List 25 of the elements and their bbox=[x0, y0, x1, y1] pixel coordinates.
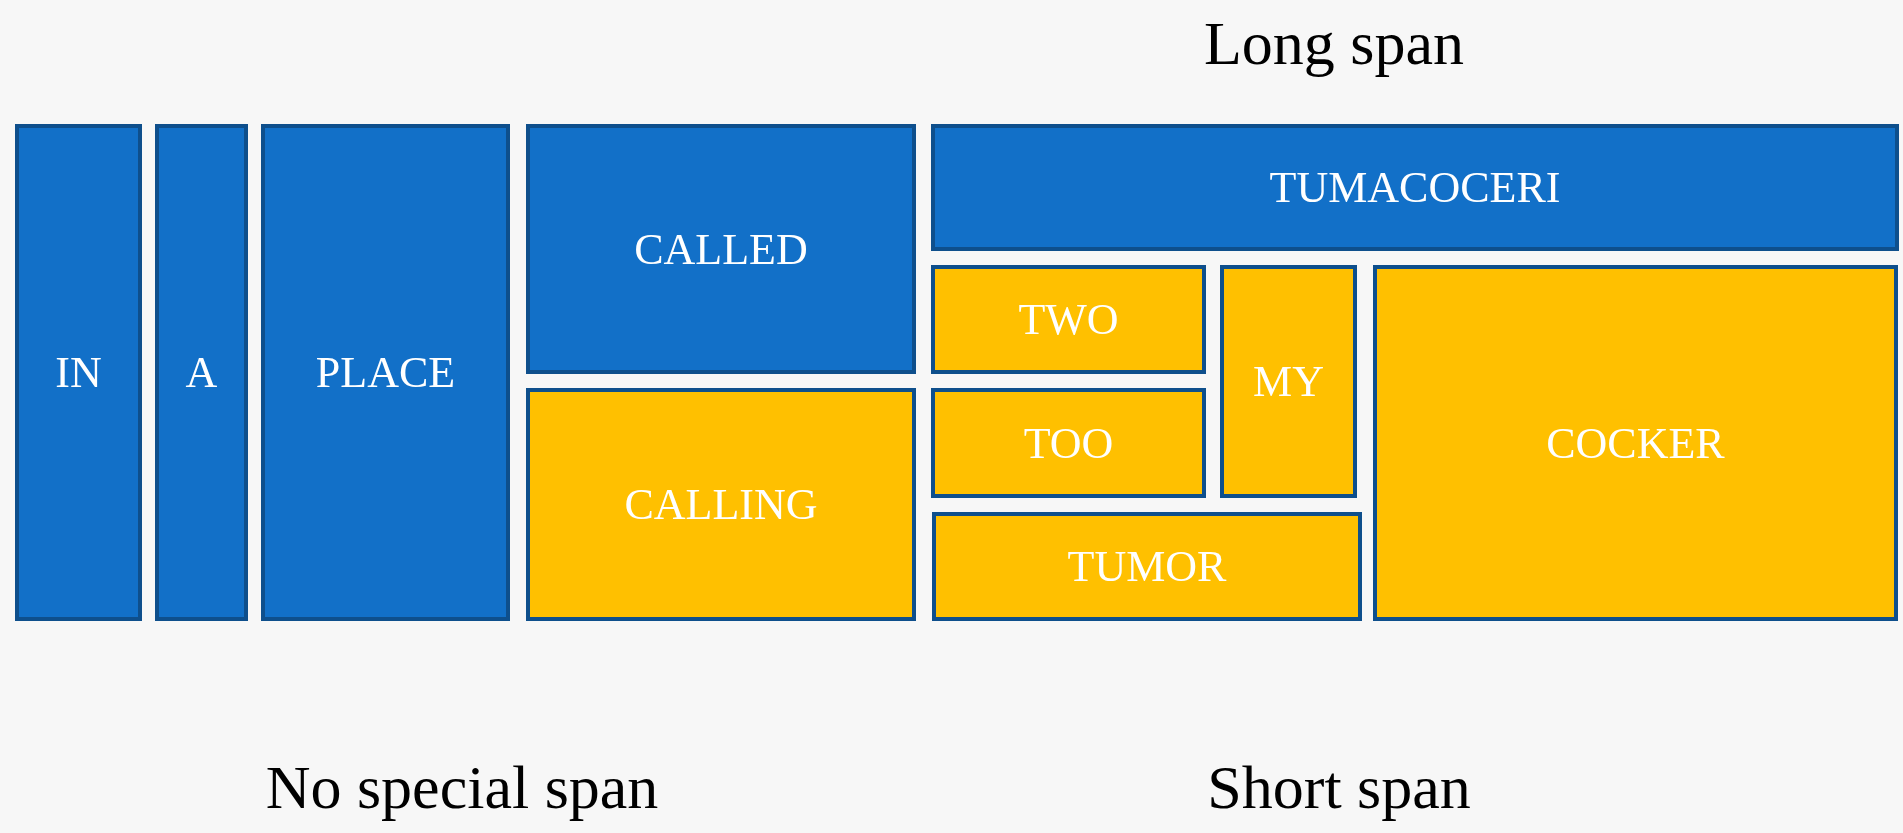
tile bbox=[155, 124, 248, 621]
tile-label: A bbox=[185, 347, 218, 398]
tile bbox=[1220, 265, 1357, 498]
tile-label: PLACE bbox=[315, 347, 456, 398]
tile bbox=[932, 512, 1362, 621]
tile-label: CALLING bbox=[624, 479, 818, 530]
tile bbox=[526, 124, 916, 374]
group-heading: Long span bbox=[1204, 8, 1464, 79]
tile-label: TUMOR bbox=[1067, 541, 1227, 592]
tile bbox=[931, 265, 1206, 374]
tile-label: IN bbox=[55, 347, 102, 398]
tile bbox=[931, 124, 1899, 251]
group-heading: Short span bbox=[1207, 752, 1471, 823]
tile bbox=[526, 388, 916, 621]
tile bbox=[931, 388, 1206, 498]
tile-label: COCKER bbox=[1546, 417, 1725, 469]
tile-label: CALLED bbox=[634, 223, 808, 275]
tile-label: TWO bbox=[1018, 294, 1119, 345]
group-heading: No special span bbox=[265, 752, 659, 823]
tile-label: TUMACOCERI bbox=[1269, 162, 1561, 213]
tile bbox=[261, 124, 510, 621]
tile bbox=[1373, 265, 1898, 621]
tile bbox=[15, 124, 142, 621]
tile-label: MY bbox=[1253, 356, 1324, 407]
tile-label: TOO bbox=[1023, 417, 1114, 469]
